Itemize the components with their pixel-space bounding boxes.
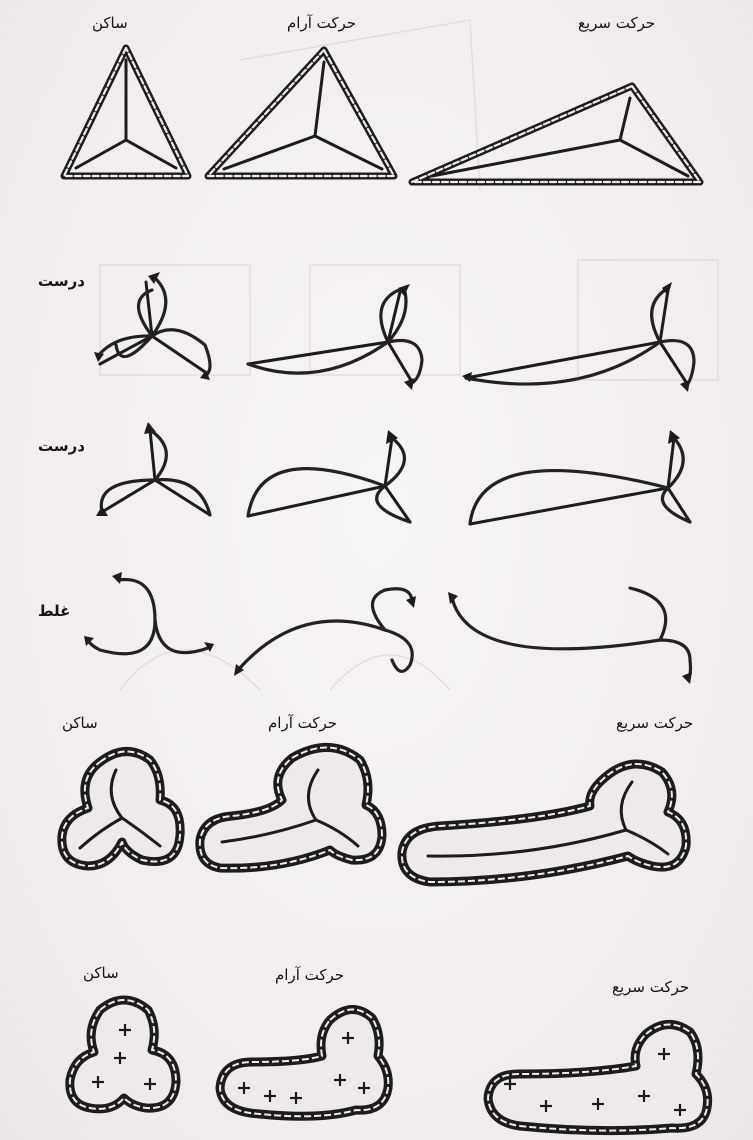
correct1-slow — [248, 284, 422, 390]
correct1-static — [94, 272, 210, 380]
correct2-slow — [248, 430, 410, 522]
blob-fast — [402, 764, 686, 882]
wrong-slow — [234, 589, 416, 676]
triangle-slow — [208, 50, 394, 176]
wrong-fast — [448, 588, 692, 684]
charge-fast — [488, 1024, 708, 1130]
charge-slow — [220, 1009, 388, 1116]
charge-static — [70, 1000, 176, 1109]
triangle-static — [64, 48, 188, 176]
correct2-static — [96, 422, 210, 516]
blob-static — [62, 751, 180, 866]
correct2-fast — [470, 430, 690, 524]
blob-slow — [200, 747, 382, 868]
triangle-fast — [412, 86, 700, 182]
wrong-static — [84, 572, 214, 654]
